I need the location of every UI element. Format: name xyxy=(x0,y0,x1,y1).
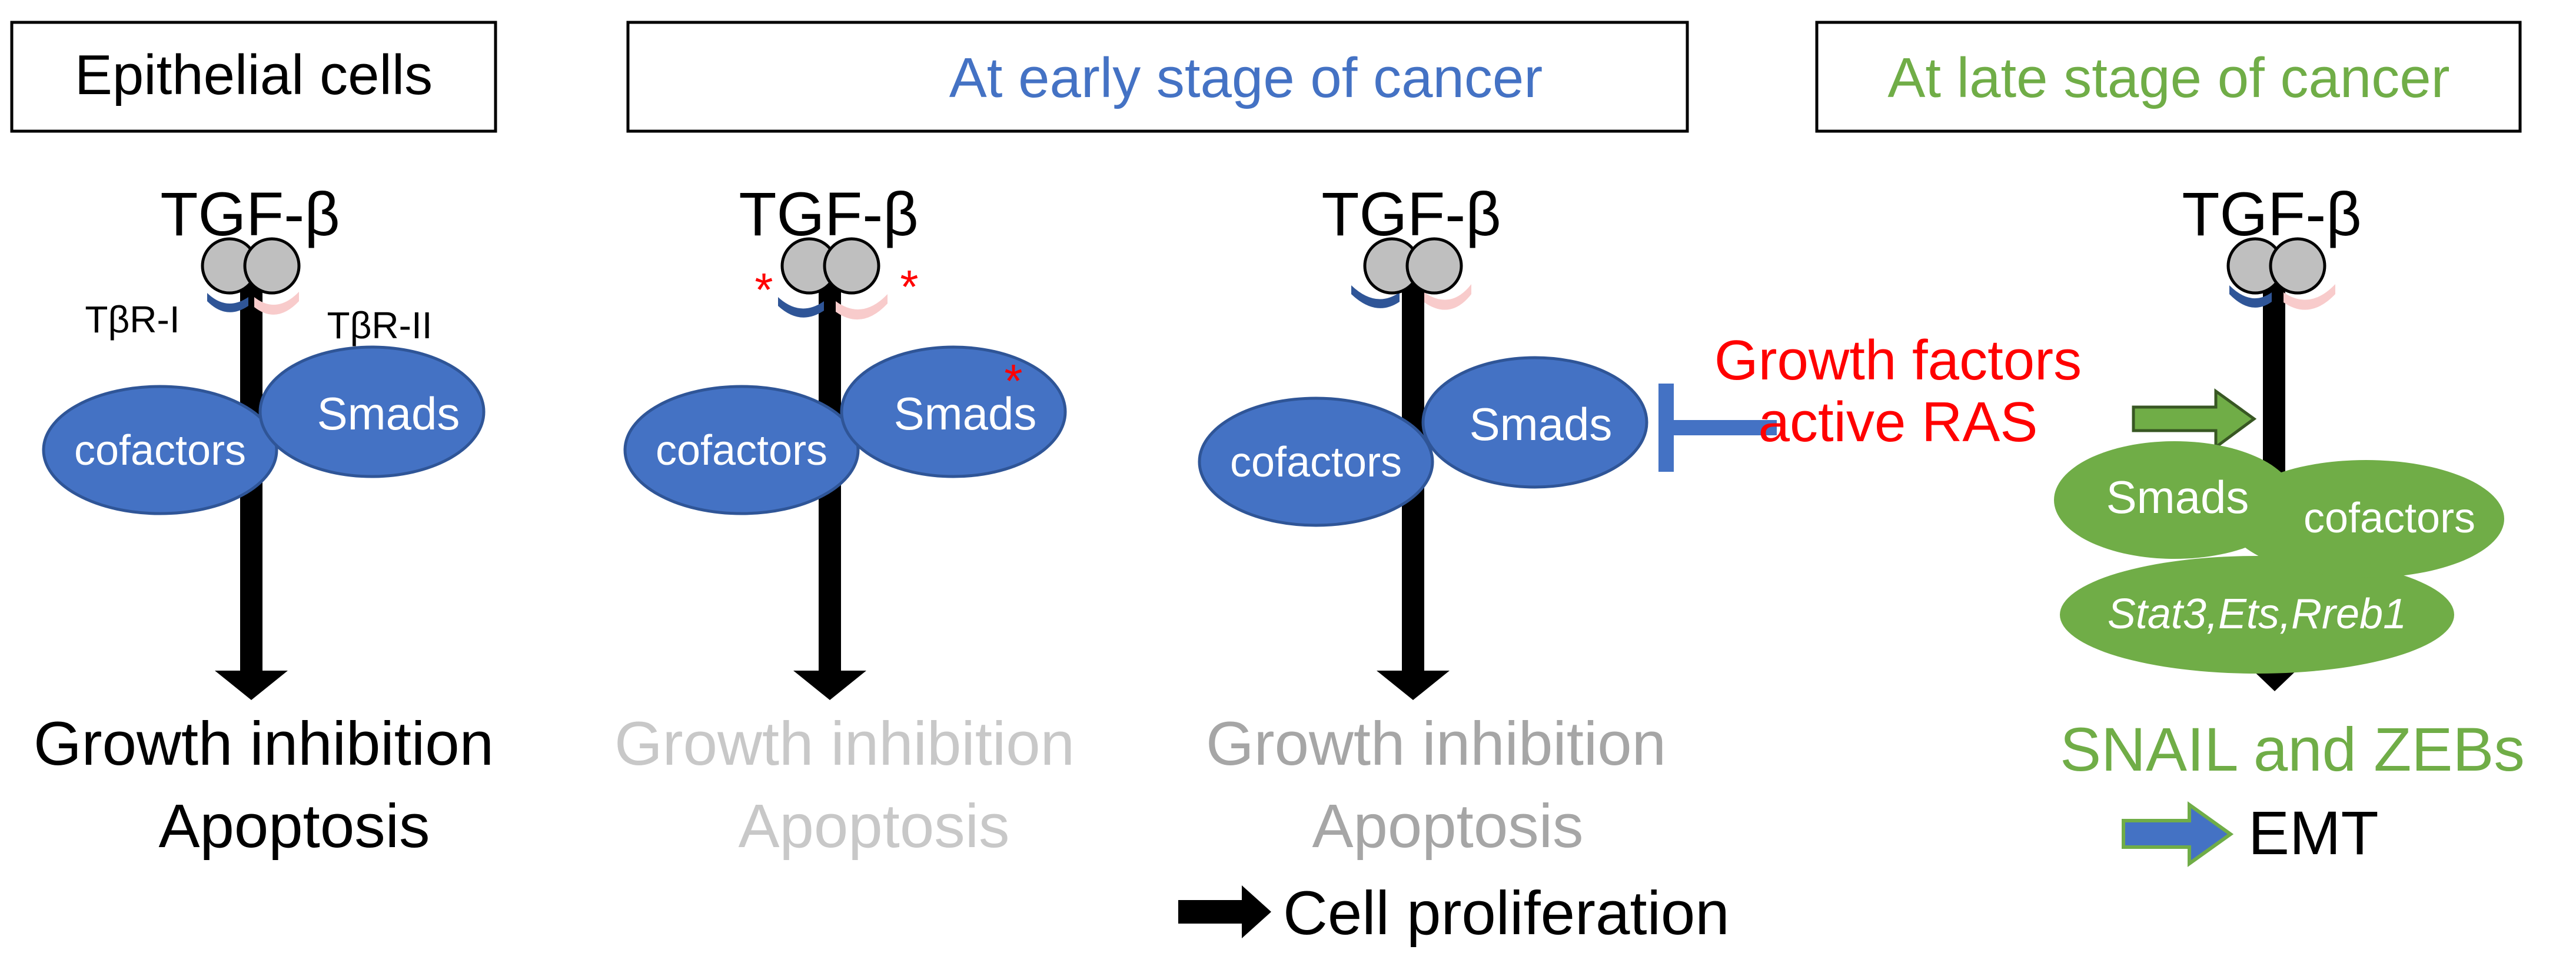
receptor-type1-label: TβR-I xyxy=(85,298,180,341)
cofactors-oval xyxy=(2228,460,2504,578)
header-late-stage: At late stage of cancer xyxy=(1815,21,2522,133)
smads-label: Smads xyxy=(317,388,460,439)
smads-label: Smads xyxy=(1470,398,1613,450)
signal-arrowhead xyxy=(793,671,866,700)
header-epithelial: Epithelial cells xyxy=(10,21,497,133)
header-epithelial-text: Epithelial cells xyxy=(75,44,433,106)
outcome-apoptosis: Apoptosis xyxy=(1312,792,1583,861)
smads-oval xyxy=(1421,356,1648,489)
phospho-asterisk: * xyxy=(754,264,773,316)
panel-epithelial: TGF-β TβR-I TβR-II cofactors Smads Growt… xyxy=(34,180,494,861)
smads-oval xyxy=(2054,441,2295,559)
receptor-type2 xyxy=(2284,284,2335,310)
smads-label: Smads xyxy=(894,388,1037,439)
receptor-type2 xyxy=(254,292,299,315)
receptor-type1 xyxy=(207,293,248,312)
header-late-text: At late stage of cancer xyxy=(1887,46,2449,109)
tgf-beta-label: TGF-β xyxy=(2182,180,2361,249)
signal-arrowhead xyxy=(1377,671,1450,700)
receptor-type1 xyxy=(1351,285,1400,308)
receptor-type1 xyxy=(2229,285,2272,308)
signal-arrowhead xyxy=(215,671,288,700)
outcome-apoptosis: Apoptosis xyxy=(158,792,430,861)
tgf-beta-label: TGF-β xyxy=(1321,180,1501,249)
header-early-stage: At early stage of cancer xyxy=(626,21,1689,133)
phospho-asterisk: * xyxy=(900,261,918,313)
late-cofactors-oval xyxy=(2060,556,2454,674)
smads-oval xyxy=(840,345,1067,478)
inhibition-bar-vertical xyxy=(1658,384,1674,472)
tgf-beta-ligand xyxy=(1405,237,1463,295)
cofactors-label: cofactors xyxy=(2304,495,2475,542)
smads-oval xyxy=(258,345,486,478)
receptor-type1 xyxy=(778,297,824,318)
outcome-growth-inhibition: Growth inhibition xyxy=(1206,709,1666,778)
cofactors-label: cofactors xyxy=(74,427,246,474)
outcome-apoptosis: Apoptosis xyxy=(738,792,1009,861)
cofactors-oval xyxy=(623,385,860,515)
outcome-emt: EMT xyxy=(2248,799,2379,868)
inhibition-bar-stem xyxy=(1674,420,1777,435)
late-cofactors-label: Stat3,Ets,Rreb1 xyxy=(2108,591,2407,638)
tgf-beta-label: TGF-β xyxy=(739,180,918,249)
cofactors-oval xyxy=(1198,396,1434,527)
growth-factors-label: Growth factors xyxy=(1714,329,2082,392)
outcome-growth-inhibition: Growth inhibition xyxy=(614,709,1075,778)
phospho-asterisk: * xyxy=(1004,355,1022,407)
cofactors-oval xyxy=(42,385,278,515)
tgf-beta-ligand xyxy=(823,237,880,295)
receptor-type2-label: TβR-II xyxy=(327,304,433,346)
receptor-type2 xyxy=(836,294,888,320)
panel-early-1: TGF-β * * cofactors Smads * Growth inhib… xyxy=(614,180,1075,861)
activation-arrow xyxy=(2132,388,2257,450)
panel-late: TGF-β Stat3,Ets,Rreb1 cofactors Smads SN… xyxy=(2054,180,2525,868)
cofactors-label: cofactors xyxy=(656,427,827,474)
outcome-growth-inhibition: Growth inhibition xyxy=(34,709,494,778)
proliferation-arrow xyxy=(1178,885,1271,938)
emt-arrow xyxy=(2122,801,2234,867)
outcome-snail-zebs: SNAIL and ZEBs xyxy=(2060,715,2525,784)
cofactors-label: cofactors xyxy=(1230,439,1402,486)
tgf-beta-ligand xyxy=(2269,237,2326,295)
panel-early-2: TGF-β cofactors Smads Growth factors act… xyxy=(1178,180,2082,948)
receptor-type2 xyxy=(1424,284,1471,310)
tgf-beta-ligand xyxy=(243,237,301,295)
smads-label: Smads xyxy=(2106,471,2249,523)
active-ras-label: active RAS xyxy=(1759,391,2038,454)
header-early-text: At early stage of cancer xyxy=(949,46,1543,109)
outcome-cell-proliferation: Cell proliferation xyxy=(1283,879,1730,948)
tgf-beta-label: TGF-β xyxy=(160,180,340,249)
